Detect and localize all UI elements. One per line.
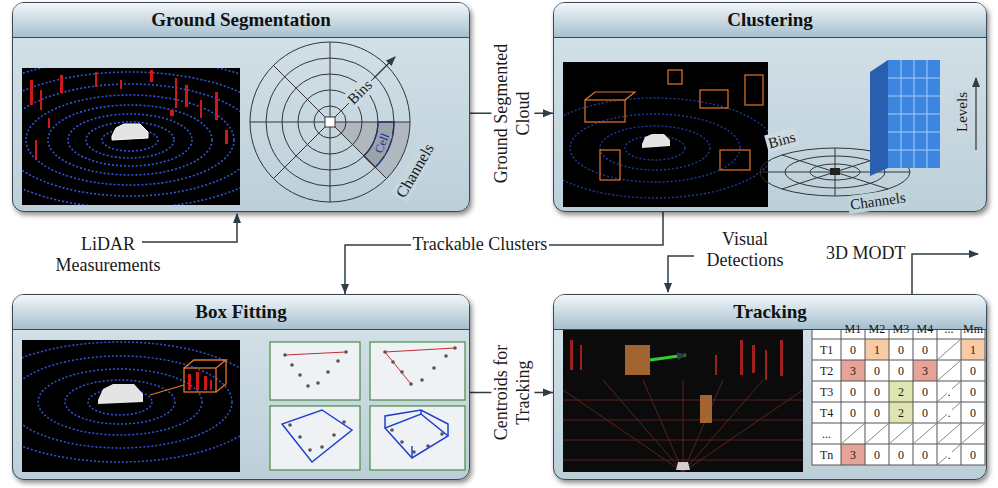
flow-arrow (341, 212, 663, 294)
table-cell: ... (944, 322, 955, 336)
edge-label: Trackable Clusters (411, 234, 550, 256)
table-cell: T3 (819, 385, 834, 399)
table-cell: 0 (969, 364, 977, 378)
table-cell: 3 (921, 364, 929, 378)
arrow-head (543, 389, 553, 397)
table-cell: 0 (969, 448, 977, 462)
lidar-scene (22, 68, 240, 205)
table-cell: 0 (849, 406, 857, 420)
level-grid (760, 60, 976, 196)
table-cell: 0 (969, 385, 977, 399)
table-cell: . (947, 385, 952, 399)
fitting-plots (270, 342, 465, 470)
table-cell: M1 (844, 322, 863, 336)
stage-panel: Box Fitting (12, 294, 470, 480)
panel-title: Box Fitting (13, 295, 469, 330)
table-cell: 1 (873, 343, 881, 357)
output-label: 3D MODT (824, 243, 908, 265)
table-cell: Tn (819, 448, 834, 462)
panel-title: Clustering (554, 3, 986, 38)
table-cell: 3 (849, 364, 857, 378)
table-cell: 0 (873, 385, 881, 399)
connector-line (345, 212, 663, 294)
input-label: Visual Detections (693, 229, 797, 272)
table-cell: ... (821, 427, 832, 441)
table-cell: 3 (849, 448, 857, 462)
table-cell: 0 (873, 448, 881, 462)
table-cell: . (947, 406, 952, 420)
table-cell: 0 (921, 385, 929, 399)
table-cell: T4 (819, 406, 834, 420)
table-cell: 0 (921, 448, 929, 462)
panel-title: Ground Segmentation (13, 3, 469, 38)
table-cell: . (947, 448, 952, 462)
table-cell: M4 (916, 322, 935, 336)
table-cell: Mm (962, 322, 984, 336)
table-cell: 2 (897, 406, 905, 420)
input-label: LiDAR Measurements (41, 234, 175, 277)
axis-label: Levels (953, 90, 971, 134)
polar-grid (250, 42, 410, 202)
tracking-scene (563, 328, 803, 472)
table-cell: 0 (849, 343, 857, 357)
table-cell: 0 (897, 448, 905, 462)
table-cell: M2 (868, 322, 887, 336)
association-table (812, 318, 985, 465)
table-cell: 0 (969, 406, 977, 420)
edge-label: Ground Segmented Cloud (491, 31, 534, 195)
table-cell: 0 (873, 364, 881, 378)
boxfit-scene (22, 340, 240, 472)
table-cell: 0 (897, 364, 905, 378)
table-cell: M3 (892, 322, 911, 336)
edge-label: Centroids for Tracking (491, 311, 534, 475)
table-cell: T1 (819, 343, 834, 357)
table-cell: 0 (921, 406, 929, 420)
stage-panel: Clustering (553, 2, 987, 212)
table-cell: T2 (819, 364, 834, 378)
arrow-head (543, 109, 553, 117)
table-cell: 0 (921, 343, 929, 357)
table-cell: 2 (897, 385, 905, 399)
table-cell: 0 (873, 406, 881, 420)
table-cell: 0 (897, 343, 905, 357)
io-arrows (142, 214, 978, 294)
cluster-scene (563, 62, 768, 207)
table-cell: 1 (969, 343, 977, 357)
arrow-head (341, 284, 349, 294)
table-cell: 0 (849, 385, 857, 399)
